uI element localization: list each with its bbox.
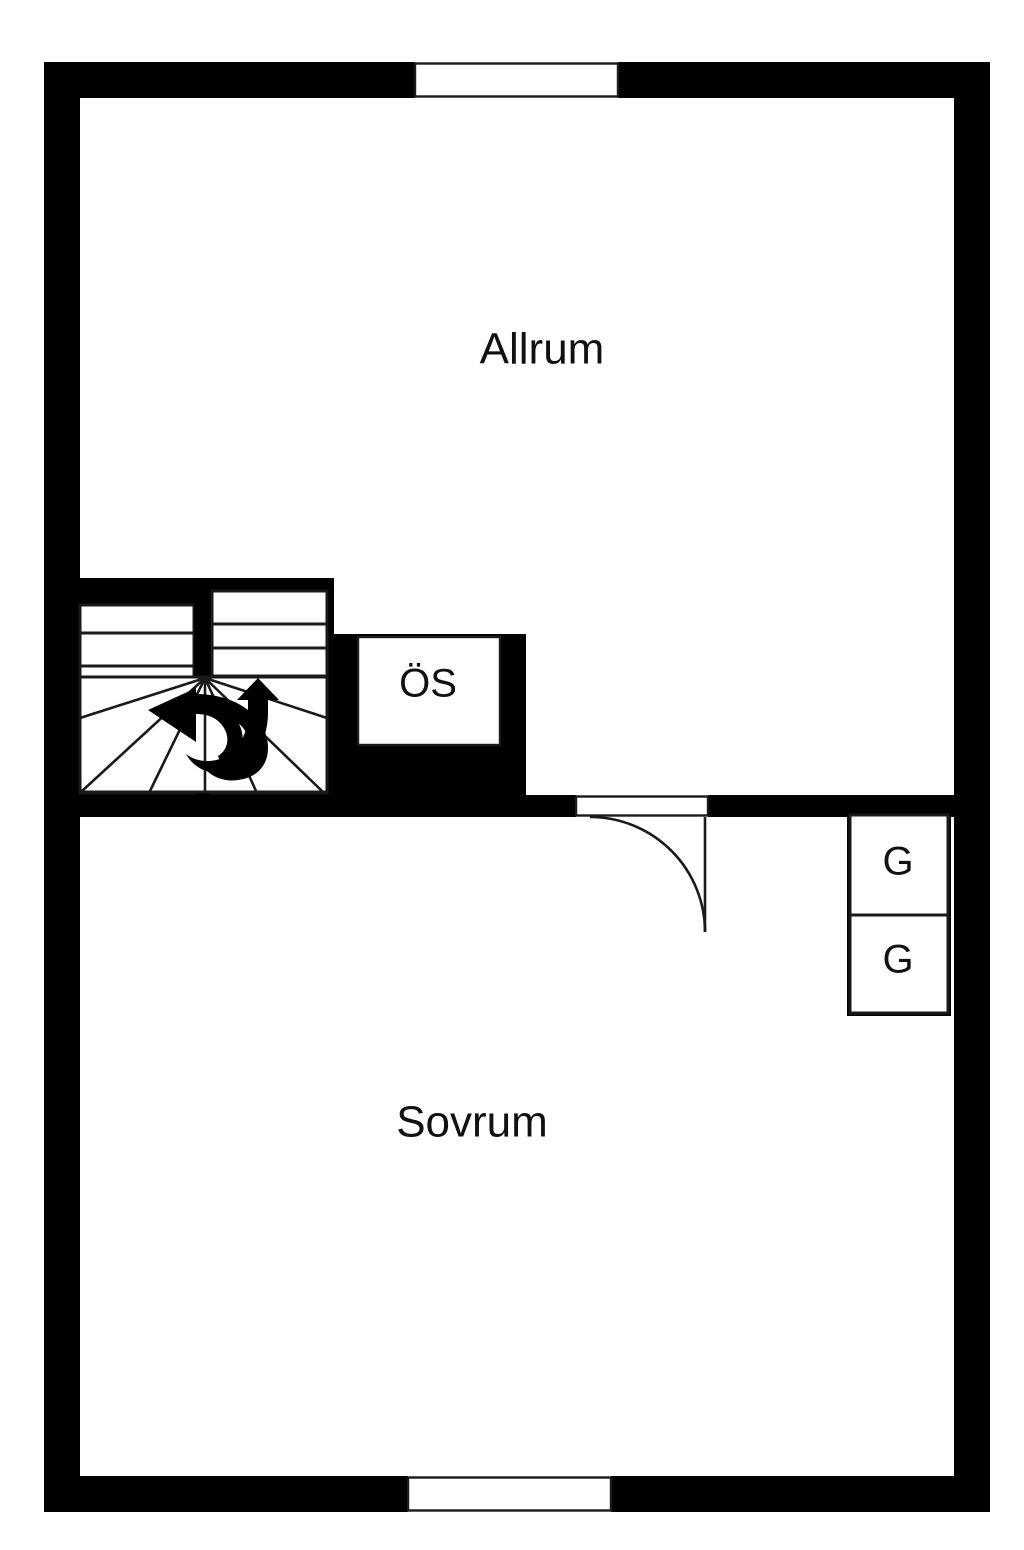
- room-label-allrum: Allrum: [480, 325, 605, 374]
- staircase: [44, 578, 334, 798]
- closet-label-os: ÖS: [399, 662, 457, 706]
- door-sovrum: [574, 795, 710, 933]
- closet-label-g-lower: G: [882, 938, 913, 982]
- closet-label-g-upper: G: [882, 840, 913, 884]
- stair-winder-fan: [78, 675, 329, 794]
- window-bottom: [406, 1476, 613, 1512]
- room-label-sovrum: Sovrum: [396, 1098, 548, 1147]
- stair-direction-arrow-icon: [148, 678, 279, 781]
- window-top: [413, 62, 620, 98]
- closet-os: [330, 634, 526, 796]
- interior-partition-wall: [44, 795, 990, 817]
- closets-g: [847, 812, 951, 1016]
